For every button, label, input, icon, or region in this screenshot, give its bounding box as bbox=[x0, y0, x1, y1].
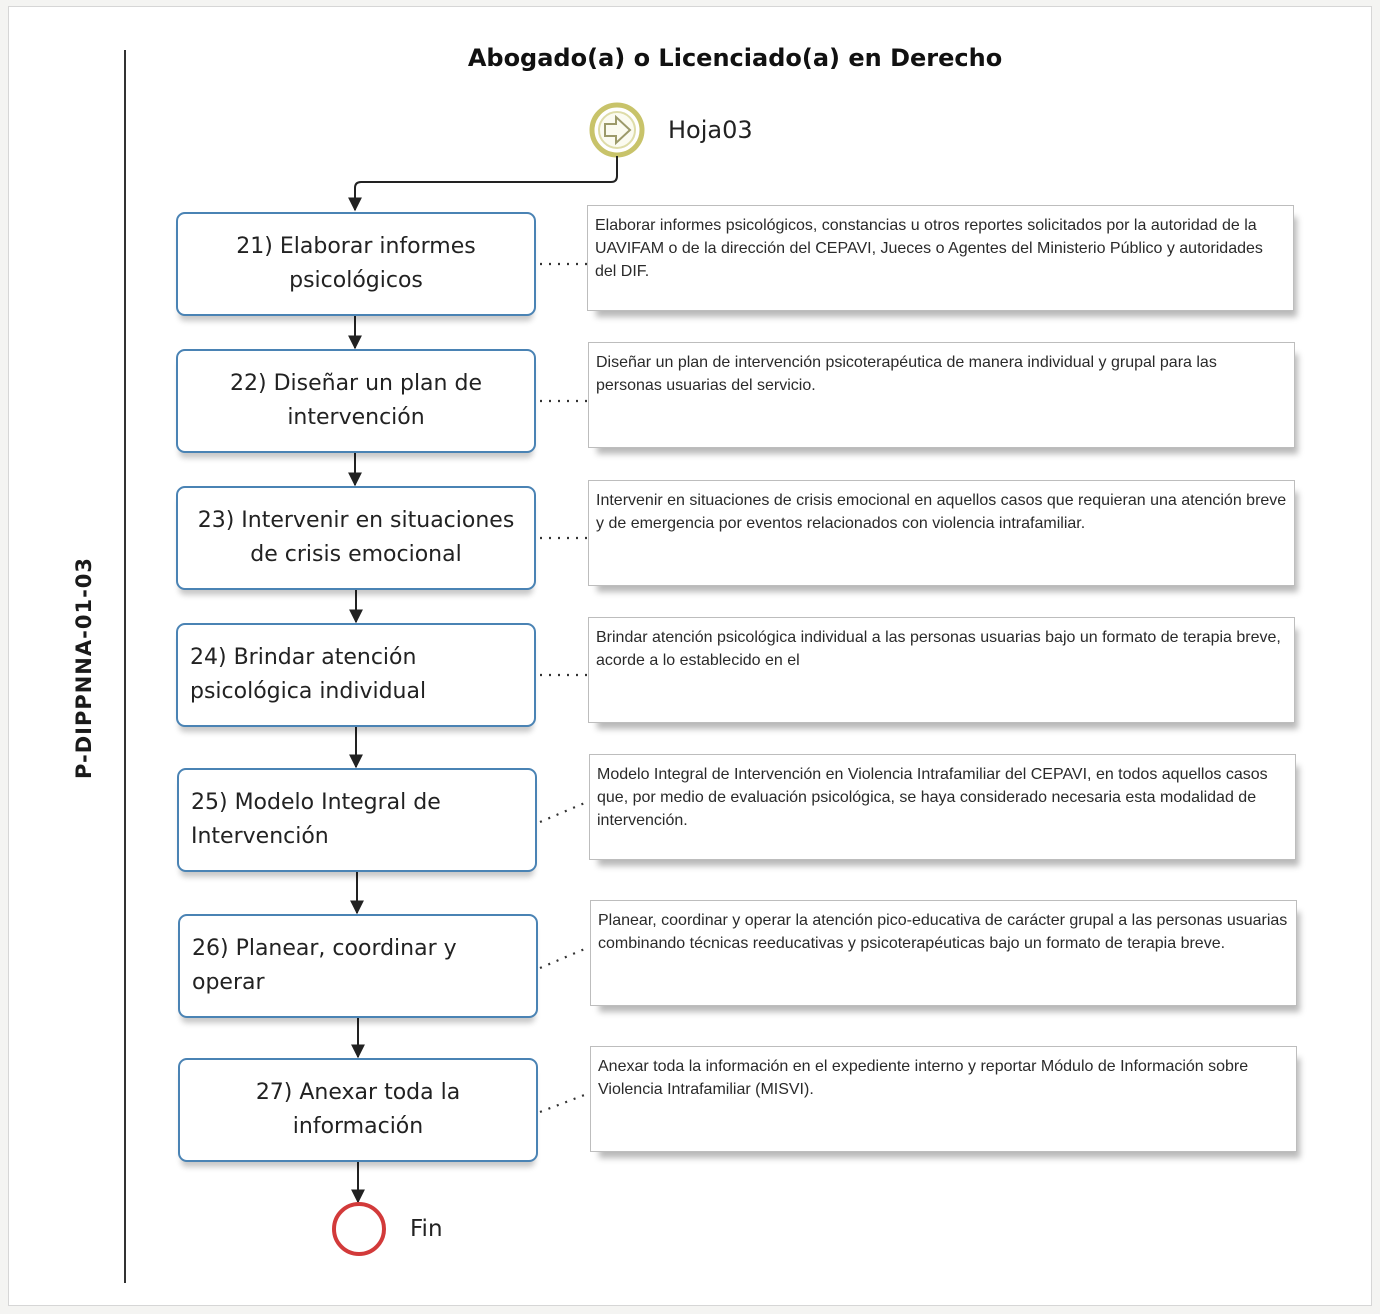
task-21: 21) Elaborar informes psicológicos bbox=[176, 212, 536, 316]
end-label: Fin bbox=[410, 1216, 443, 1242]
association-line bbox=[539, 1092, 588, 1114]
task-22: 22) Diseñar un plan de intervención bbox=[176, 349, 536, 453]
annotation-text: Diseñar un plan de intervención psicoter… bbox=[596, 354, 1217, 394]
task-label: 27) Anexar toda la información bbox=[255, 1080, 461, 1139]
task-23: 23) Intervenir en situaciones de crisis … bbox=[176, 486, 536, 590]
task-label: 21) Elaborar informes psicológicos bbox=[236, 234, 476, 293]
task-26: 26) Planear, coordinar y operar bbox=[178, 914, 538, 1018]
annotation-25: Modelo Integral de Intervención en Viole… bbox=[589, 754, 1296, 860]
annotation-text: Anexar toda la información en el expedie… bbox=[598, 1058, 1249, 1098]
connector-label: Hoja03 bbox=[668, 116, 753, 144]
annotation-text: Modelo Integral de Intervención en Viole… bbox=[597, 766, 1268, 829]
annotation-21: Elaborar informes psicológicos, constanc… bbox=[587, 205, 1294, 311]
task-27: 27) Anexar toda la información bbox=[178, 1058, 538, 1162]
lane-title: Abogado(a) o Licenciado(a) en Derecho bbox=[467, 44, 1003, 72]
task-label: 22) Diseñar un plan de intervención bbox=[230, 371, 482, 430]
task-25: 25) Modelo Integral de Intervención bbox=[177, 768, 537, 872]
task-label: 24) Brindar atención psicológica individ… bbox=[190, 645, 427, 704]
annotation-23: Intervenir en situaciones de crisis emoc… bbox=[588, 480, 1295, 586]
annotation-22: Diseñar un plan de intervención psicoter… bbox=[588, 342, 1295, 448]
association-line bbox=[539, 800, 588, 824]
task-label: 26) Planear, coordinar y operar bbox=[192, 936, 457, 995]
task-label: 25) Modelo Integral de Intervención bbox=[191, 790, 441, 849]
annotation-26: Planear, coordinar y operar la atención … bbox=[590, 900, 1297, 1006]
annotation-text: Brindar atención psicológica individual … bbox=[596, 629, 1281, 669]
annotation-text: Intervenir en situaciones de crisis emoc… bbox=[596, 492, 1287, 532]
annotation-24: Brindar atención psicológica individual … bbox=[588, 617, 1295, 723]
end-event bbox=[332, 1202, 386, 1256]
arrow-right-icon bbox=[604, 114, 632, 146]
association-line bbox=[539, 946, 588, 970]
flow-edge-start bbox=[348, 156, 618, 212]
task-24: 24) Brindar atención psicológica individ… bbox=[176, 623, 536, 727]
annotation-27: Anexar toda la información en el expedie… bbox=[590, 1046, 1297, 1152]
lane-divider bbox=[124, 50, 126, 1283]
task-label: 23) Intervenir en situaciones de crisis … bbox=[197, 508, 515, 567]
annotation-text: Elaborar informes psicológicos, constanc… bbox=[595, 217, 1263, 280]
start-connector bbox=[589, 102, 645, 158]
annotation-text: Planear, coordinar y operar la atención … bbox=[598, 912, 1288, 952]
